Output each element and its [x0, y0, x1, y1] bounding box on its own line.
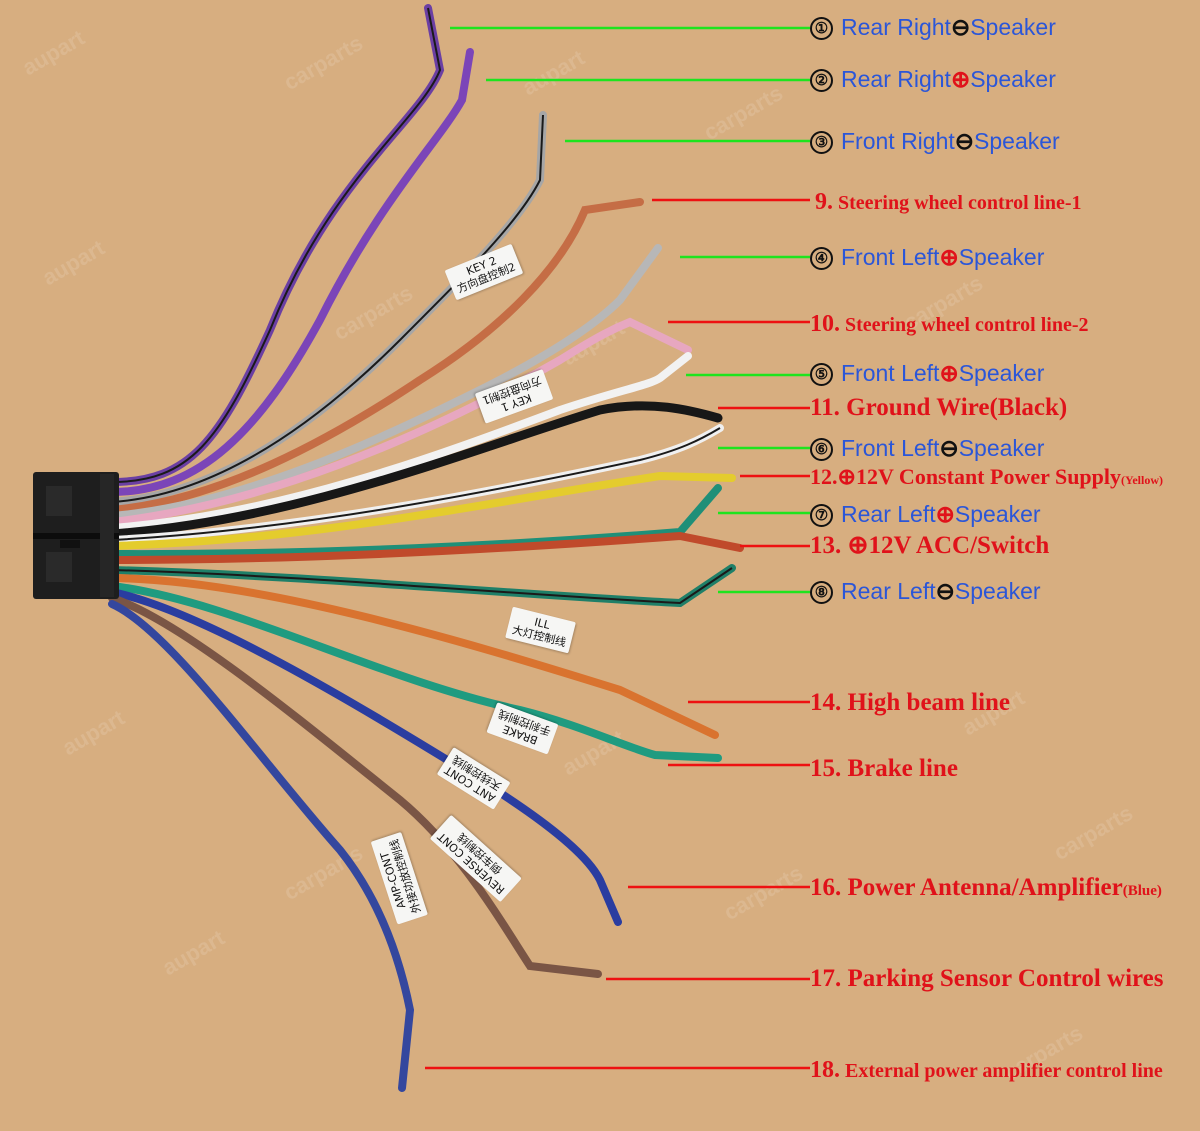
label-suffix: (Yellow) — [1121, 473, 1164, 487]
rear-right-neg-wire — [108, 4, 445, 486]
plus-icon: ⊕ — [950, 66, 971, 92]
label-front-left-pos-5: ⑤ Front Left⊕Speaker — [810, 362, 1044, 386]
rear-right-pos-wire — [108, 48, 474, 496]
antenna-wire — [108, 588, 622, 926]
label-number: 17. — [810, 965, 842, 992]
plus-icon: ⊕ — [939, 360, 959, 386]
label-suffix: Speaker — [970, 66, 1056, 92]
label-text: Rear Left — [841, 578, 936, 604]
label-antenna: 16. Power Antenna/Amplifier(Blue) — [810, 875, 1162, 900]
acc-wire — [108, 531, 744, 564]
label-text: Steering wheel control line-2 — [845, 314, 1089, 336]
label-number: ② — [810, 69, 833, 92]
label-suffix: Speaker — [970, 14, 1056, 40]
front-left-neg-wire-stripe — [111, 427, 721, 541]
label-ground: 11. Ground Wire(Black) — [810, 395, 1067, 420]
label-text: Power Antenna/Amplifier — [847, 874, 1123, 901]
label-rear-right-pos: ② Rear Right⊕Speaker — [810, 68, 1056, 92]
label-rear-left-neg: ⑧ Rear Left⊖Speaker — [810, 580, 1041, 604]
rear-left-neg-wire-stripe — [111, 567, 733, 605]
label-text: Brake line — [847, 755, 958, 782]
label-number: ③ — [810, 131, 833, 154]
minus-icon: ⊖ — [939, 435, 959, 461]
label-suffix: Speaker — [958, 435, 1045, 461]
label-rear-right-neg: ① Rear Right⊖Speaker — [810, 16, 1056, 40]
label-number: 13. — [810, 532, 842, 559]
label-number: 11. — [810, 394, 840, 421]
label-text: Rear Right — [841, 66, 951, 92]
steering-2-wire — [108, 317, 692, 526]
label-number: ① — [810, 17, 833, 40]
label-acc-12v: 13. ⊕12V ACC/Switch — [810, 533, 1049, 558]
parking-wire — [108, 594, 602, 978]
label-text: Front Left — [841, 244, 940, 270]
plus-icon: ⊕ — [935, 501, 955, 527]
constant-12v-wire — [108, 471, 736, 550]
label-high-beam: 14. High beam line — [810, 690, 1010, 715]
plus-icon: ⊕ — [939, 244, 959, 270]
label-text: Rear Left — [841, 501, 936, 527]
label-text: External power amplifier control line — [845, 1060, 1163, 1082]
minus-icon: ⊖ — [950, 14, 971, 40]
label-brake: 15. Brake line — [810, 756, 958, 781]
label-front-left-neg: ⑥ Front Left⊖Speaker — [810, 437, 1044, 461]
label-text: 12V Constant Power Supply — [855, 464, 1122, 489]
label-suffix: Speaker — [958, 244, 1045, 270]
label-number: 12. — [810, 464, 838, 489]
front-right-neg-wire-stripe — [111, 114, 544, 503]
label-steering-1: 9. Steering wheel control line-1 — [815, 190, 1081, 214]
plus-icon: ⊕ — [847, 532, 869, 559]
label-number: 10. — [810, 311, 840, 337]
label-number: 14. — [810, 689, 842, 716]
label-text: Front Left — [841, 360, 940, 386]
label-text: High beam line — [847, 689, 1011, 716]
steering-1-wire — [108, 198, 644, 514]
label-number: 18. — [810, 1057, 840, 1083]
label-number: 15. — [810, 755, 842, 782]
label-number: 16. — [810, 874, 842, 901]
ext-amp-wire — [108, 600, 415, 1092]
label-suffix: Speaker — [954, 578, 1041, 604]
label-suffix: Speaker — [954, 501, 1041, 527]
label-suffix: Speaker — [974, 128, 1060, 154]
label-number: ④ — [810, 247, 833, 270]
label-text: Rear Right — [841, 14, 951, 40]
label-suffix: (Blue) — [1122, 883, 1162, 899]
label-suffix: Speaker — [958, 360, 1045, 386]
label-number: ⑥ — [810, 438, 833, 461]
label-parking: 17. Parking Sensor Control wires — [810, 966, 1164, 991]
label-steering-2: 10. Steering wheel control line-2 — [810, 312, 1088, 336]
label-text: Front Right — [841, 128, 955, 154]
label-text: Ground Wire(Black) — [846, 394, 1068, 421]
label-number: ⑦ — [810, 504, 833, 527]
minus-icon: ⊖ — [954, 128, 975, 154]
brake-wire — [108, 582, 722, 762]
minus-icon: ⊖ — [935, 578, 955, 604]
connector-plug — [33, 472, 119, 599]
front-right-pos-wire — [108, 244, 662, 520]
label-text: Front Left — [841, 435, 940, 461]
label-number: ⑤ — [810, 363, 833, 386]
label-ext-amp: 18. External power amplifier control lin… — [810, 1058, 1163, 1082]
label-front-left-pos-4: ④ Front Left⊕Speaker — [810, 246, 1044, 270]
label-number: 9. — [815, 189, 833, 215]
high-beam-wire — [108, 574, 719, 739]
label-rear-left-pos: ⑦ Rear Left⊕Speaker — [810, 503, 1041, 527]
label-front-right-neg: ③ Front Right⊖Speaker — [810, 130, 1060, 154]
label-text: Steering wheel control line-1 — [838, 192, 1082, 214]
label-number: ⑧ — [810, 581, 833, 604]
label-text: 12V ACC/Switch — [868, 532, 1050, 559]
label-constant-12v: 12.⊕12V Constant Power Supply(Yellow) — [810, 466, 1163, 488]
front-left-pos-wire — [108, 352, 692, 532]
rear-right-neg-wire-stripe — [111, 7, 442, 483]
plus-icon: ⊕ — [837, 464, 856, 489]
ground-wire — [107, 401, 723, 539]
label-text: Parking Sensor Control wires — [847, 965, 1164, 992]
